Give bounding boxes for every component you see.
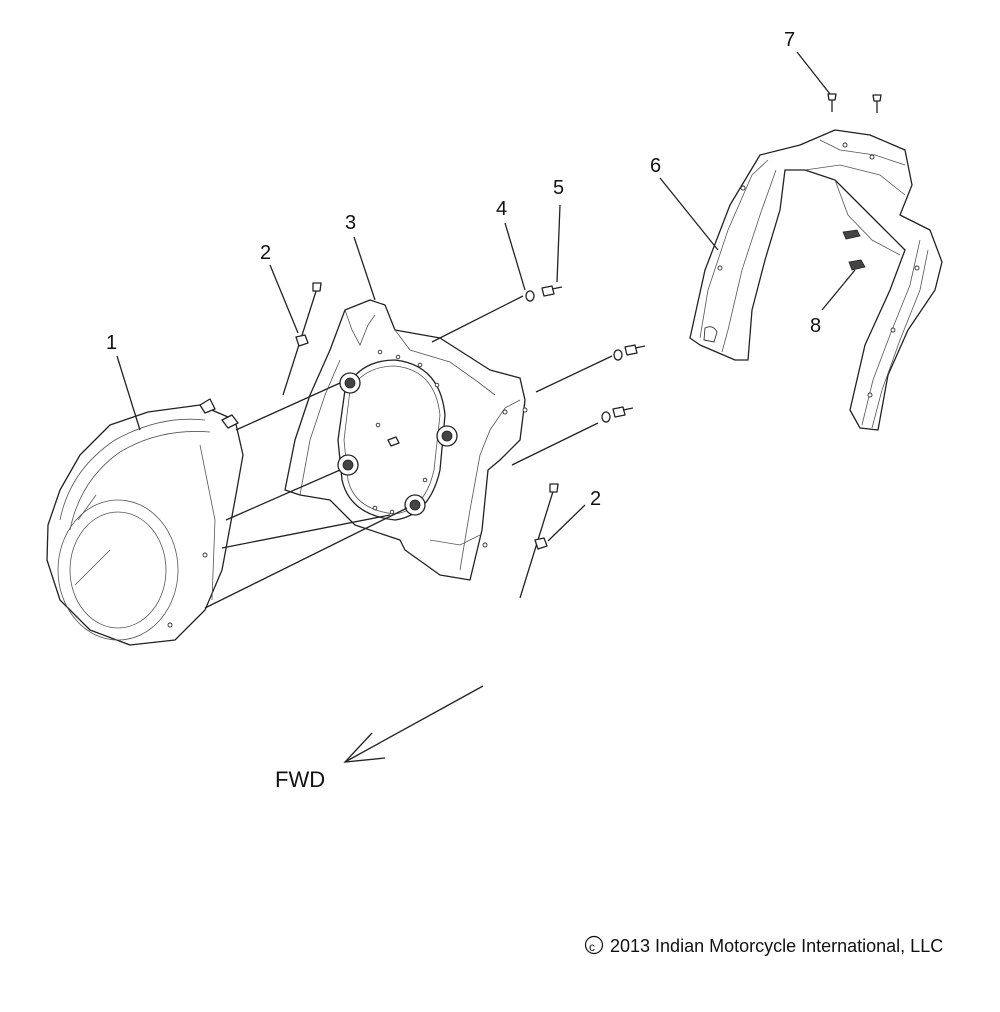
callout-1: 1 [106,332,117,354]
part-7-screws [827,93,882,113]
callout-8: 8 [810,315,821,337]
callout-5: 5 [553,177,564,199]
callouts: 1 2 3 4 5 2 6 7 8 [106,29,821,510]
callout-4: 4 [496,198,507,220]
callout-3: 3 [345,212,356,234]
part-3-fairing-support [284,299,528,581]
copyright-circle [584,935,604,955]
callout-2-lower: 2 [590,488,601,510]
part-1-headlight-nacelle [46,398,244,646]
part-8-clips [842,229,866,271]
callout-7: 7 [784,29,795,51]
part-5-bolts [541,285,646,418]
copyright-text: 2013 Indian Motorcycle International, LL… [610,936,943,956]
part-4-washers [525,290,623,423]
part-6-inner-fairing [689,129,943,431]
copyright-notice: c 2013 Indian Motorcycle International, … [584,935,943,956]
assembly-lines [204,295,613,609]
forward-direction-indicator: FWD [275,685,484,792]
leader-lines [116,51,856,542]
fwd-label: FWD [275,767,325,792]
callout-6: 6 [650,155,661,177]
part-2-cable-tie-upper [282,282,322,396]
callout-2-upper: 2 [260,242,271,264]
copyright-symbol: c [589,940,595,954]
part-2-cable-tie-lower [519,483,559,599]
